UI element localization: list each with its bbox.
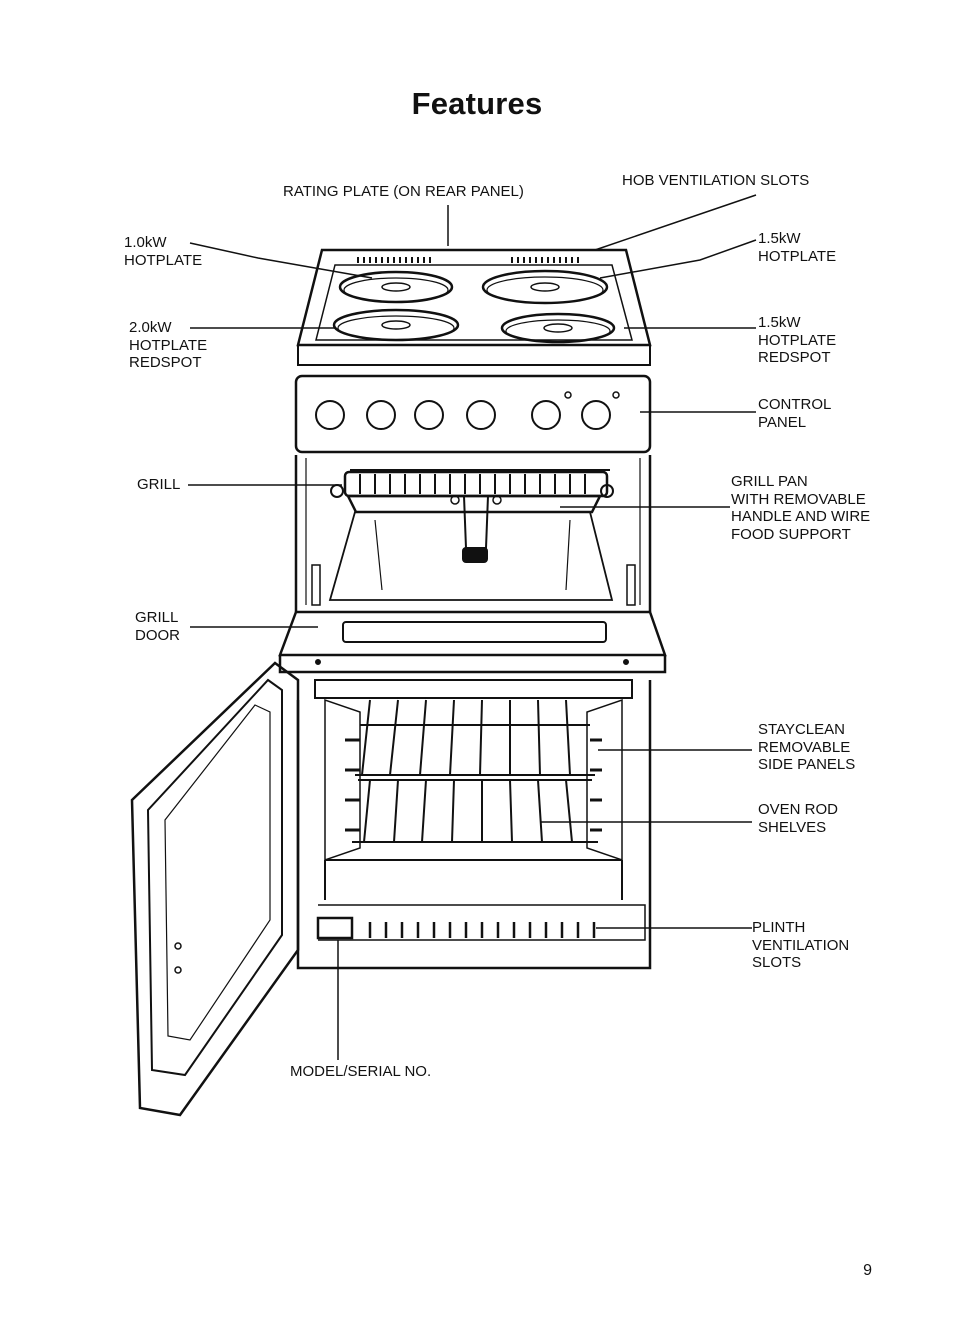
label-rating-plate: RATING PLATE (ON REAR PANEL)	[283, 183, 524, 200]
main-oven	[296, 679, 652, 970]
label-stayclean-side-panels: STAYCLEAN REMOVABLE SIDE PANELS	[758, 721, 856, 773]
label-1-5kw-hotplate-redspot: 1.5kW HOTPLATE REDSPOT	[758, 314, 837, 366]
leader-lines	[188, 194, 757, 1060]
control-panel	[294, 374, 652, 454]
label-1-0kw-hotplate: 1.0kW HOTPLATE	[124, 234, 203, 269]
page-number: 9	[863, 1262, 872, 1279]
plinth-vent-slots	[368, 922, 596, 938]
label-plinth-ventilation-slots: PLINTH VENTILATION SLOTS	[752, 919, 850, 971]
page-title: Features	[411, 86, 543, 121]
grill-rack	[330, 470, 614, 498]
hotplate-2-0kw	[332, 308, 460, 342]
hotplate-1-0kw	[338, 270, 454, 304]
label-grill: GRILL	[137, 476, 181, 493]
grill-door	[278, 610, 667, 674]
label-oven-rod-shelves: OVEN ROD SHELVES	[758, 801, 839, 836]
label-hob-ventilation-slots: HOB VENTILATION SLOTS	[622, 172, 810, 189]
oven-door	[130, 661, 300, 1117]
hotplate-1-5kw-top	[481, 269, 609, 305]
grill-pan	[345, 494, 603, 563]
grill-compartment	[294, 455, 652, 612]
hob-top	[296, 248, 652, 366]
oven-shelves	[345, 699, 602, 843]
hob-vent-slots	[357, 257, 579, 263]
hotplate-1-5kw-redspot	[500, 312, 616, 344]
label-grill-door: GRILL DOOR	[135, 609, 180, 644]
label-2-0kw-hotplate-redspot: 2.0kW HOTPLATE REDSPOT	[129, 319, 208, 371]
label-model-serial: MODEL/SERIAL NO.	[290, 1063, 432, 1080]
label-control-panel: CONTROL PANEL	[758, 396, 832, 431]
label-grill-pan: GRILL PAN WITH REMOVABLE HANDLE AND WIRE…	[731, 473, 871, 543]
label-1-5kw-hotplate: 1.5kW HOTPLATE	[758, 230, 837, 265]
